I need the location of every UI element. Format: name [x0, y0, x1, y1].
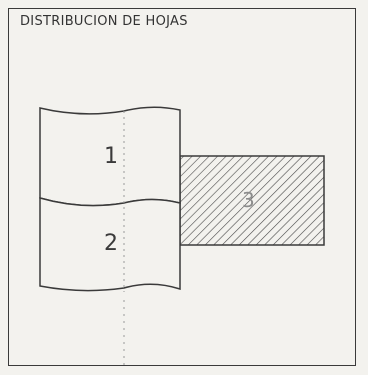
sheet-2: [39, 197, 181, 292]
sheet-2-label: 2: [104, 231, 118, 256]
sheet-1-label: 1: [104, 144, 118, 169]
sheet-3-label: 3: [242, 188, 255, 212]
figure-title: DISTRIBUCION DE HOJAS: [20, 14, 188, 29]
figure-border: [8, 8, 356, 366]
sheet-3: [179, 155, 325, 246]
